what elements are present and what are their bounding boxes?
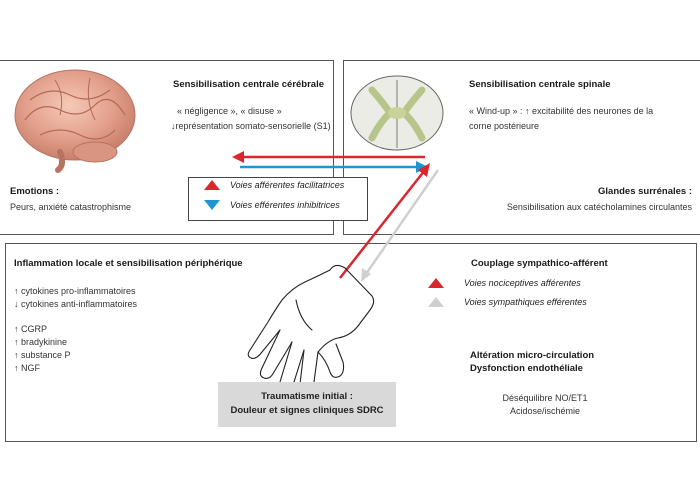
inflammation-title: Inflammation locale et sensibilisation p… [14, 258, 243, 269]
trauma-box: Traumatisme initial : Douleur et signes … [218, 382, 396, 427]
brain-panel-title: Sensibilisation centrale cérébrale [173, 79, 325, 90]
ngf-item: ↑ NGF [14, 363, 40, 373]
afferent-horizontal-arrow [232, 151, 425, 163]
legend-efferent-inhibitory: Voies efférentes inhibitrices [204, 200, 340, 210]
brain-icon [14, 69, 136, 173]
emotions-text: Peurs, anxiété catastrophisme [10, 202, 132, 212]
brain-panel-line-2: ↓représentation somato-sensorielle (S1) [171, 121, 331, 131]
legend-efferent-label: Voies efférentes inhibitrices [230, 200, 340, 210]
spinal-panel-title: Sensibilisation centrale spinale [469, 79, 611, 90]
glands-title: Glandes surrénales : [598, 186, 692, 197]
emotions-title: Emotions : [10, 186, 60, 197]
trauma-title: Traumatisme initial : [261, 391, 353, 402]
spinal-panel-line-2: corne postérieure [469, 121, 540, 131]
legend-nociceptive-afferent: Voies nociceptives afférentes [428, 278, 581, 288]
red-triangle-up-icon [428, 278, 444, 288]
legend-sympathetic-label: Voies sympathiques efférentes [464, 297, 587, 307]
brain-panel-line-1: « négligence », « disuse » [177, 106, 282, 116]
blue-triangle-down-icon [204, 200, 220, 210]
legend-afferent-label: Voies afférentes facilitatrices [230, 180, 345, 190]
micro-line-1: Déséquilibre NO/ET1 [502, 393, 588, 403]
hand-icon [247, 264, 375, 392]
cytokines-anti: ↓ cytokines anti-inflammatoires [14, 299, 138, 309]
sympathetic-diagonal-arrow [361, 169, 440, 282]
cytokines-pro: ↑ cytokines pro-inflammatoires [14, 286, 136, 296]
glands-text: Sensibilisation aux catécholamines circu… [506, 202, 692, 212]
cgrp-item: ↑ CGRP [14, 324, 48, 334]
efferent-horizontal-arrow [240, 161, 428, 173]
legend-sympathetic-efferent: Voies sympathiques efférentes [428, 297, 587, 307]
micro-title-1: Altération micro-circulation [470, 350, 595, 361]
grey-triangle-up-icon [428, 297, 444, 307]
spinal-cord-icon [350, 75, 444, 151]
coupling-title: Couplage sympathico-afférent [471, 258, 608, 269]
red-triangle-up-icon [204, 180, 220, 190]
micro-line-2: Acidose/ischémie [509, 406, 581, 416]
legend-nociceptive-label: Voies nociceptives afférentes [464, 278, 581, 288]
substance-p-item: ↑ substance P [14, 350, 71, 360]
trauma-subtitle: Douleur et signes cliniques SDRC [230, 405, 384, 416]
legend-afferent-facilitatory: Voies afférentes facilitatrices [204, 180, 344, 190]
micro-title-2: Dysfonction endothéliale [470, 363, 583, 374]
bradykinine-item: ↑ bradykinine [14, 337, 68, 347]
spinal-panel-line-1: « Wind-up » : ↑ excitabilité des neurone… [469, 106, 654, 116]
nociceptive-diagonal-arrow [339, 163, 430, 279]
